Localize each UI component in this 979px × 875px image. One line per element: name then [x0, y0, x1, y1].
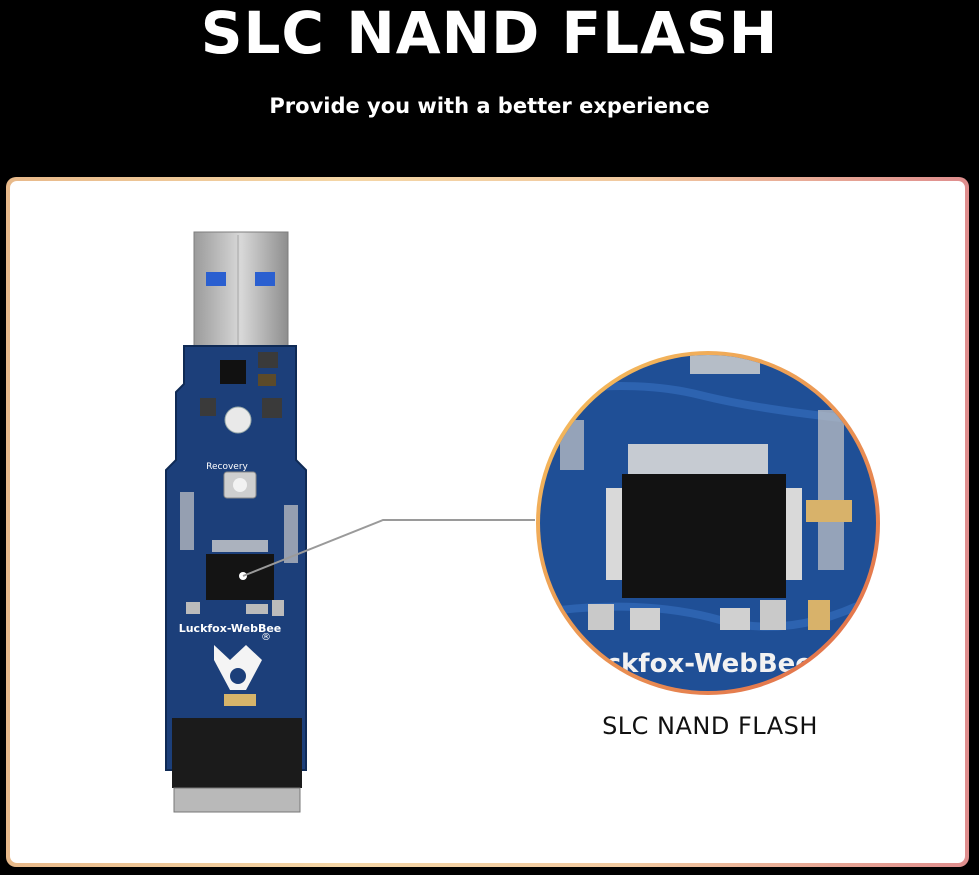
page-title: SLC NAND FLASH	[200, 0, 779, 67]
registered-mark: ®	[261, 632, 271, 643]
zoom-board-label: uckfox-WebBee	[587, 649, 813, 679]
callout-line	[242, 519, 535, 577]
header-banner: SLC NAND FLASH Provide you with a better…	[0, 0, 979, 175]
board-label: Luckfox-WebBee	[179, 622, 282, 635]
recovery-label: Recovery	[206, 462, 248, 472]
page-subtitle: Provide you with a better experience	[269, 94, 710, 118]
usb-connector	[193, 231, 289, 348]
zoom-magnifier: uckfox-WebBee	[536, 351, 880, 695]
product-caption: SLC NAND FLASH	[602, 712, 818, 740]
pcb-board	[165, 345, 307, 813]
